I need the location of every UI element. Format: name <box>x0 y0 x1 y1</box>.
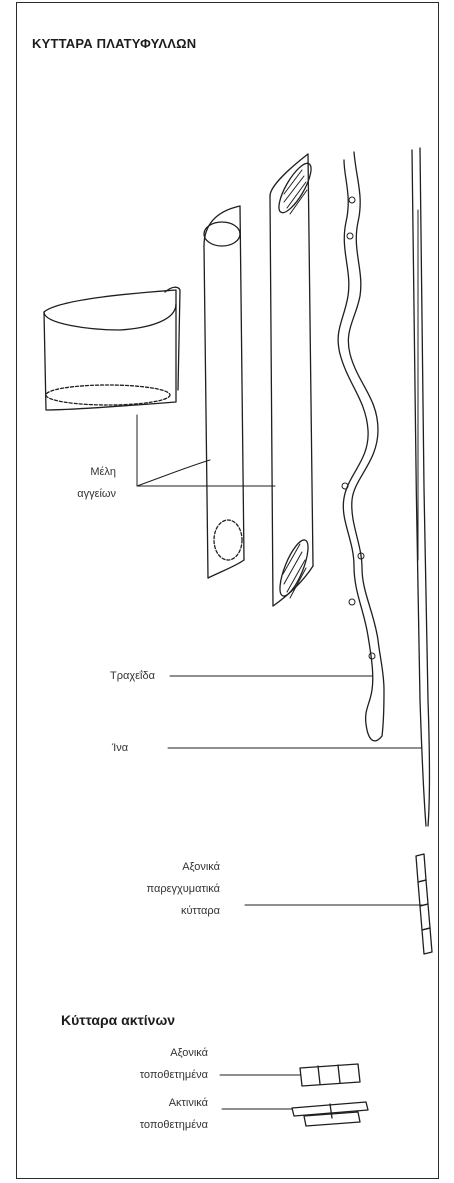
label-axial-parenchyma-line2: παρεγχυματικά <box>60 878 220 900</box>
label-tracheid: Τραχεΐδα <box>110 665 155 687</box>
leader-lines <box>137 415 424 1109</box>
label-fiber: Ίνα <box>112 737 128 759</box>
vessel-member-wide <box>44 287 180 410</box>
label-ray-radial-line1: Ακτινικά <box>60 1092 208 1114</box>
label-vessel-members-line1: Μέλη <box>50 461 116 483</box>
label-vessel-members-line2: αγγείων <box>50 483 116 505</box>
label-axial-parenchyma-line1: Αξονικά <box>60 856 220 878</box>
ray-cells-radial <box>292 1102 368 1126</box>
label-ray-axial: Αξονικά τοποθετημένα <box>60 1042 208 1086</box>
axial-parenchyma-cells <box>416 854 432 954</box>
label-ray-radial-line2: τοποθετημένα <box>60 1114 208 1136</box>
label-ray-radial: Ακτινικά τοποθετημένα <box>60 1092 208 1136</box>
label-vessel-members: Μέλη αγγείων <box>50 461 116 505</box>
label-axial-parenchyma: Αξονικά παρεγχυματικά κύτταρα <box>60 856 220 922</box>
label-axial-parenchyma-line3: κύτταρα <box>60 900 220 922</box>
label-ray-axial-line1: Αξονικά <box>60 1042 208 1064</box>
vessel-member-perforated <box>270 154 317 606</box>
vessel-member-tall <box>204 206 244 578</box>
tracheid-cell <box>338 152 384 741</box>
leader-vessel-members-2 <box>137 460 210 486</box>
label-ray-axial-line2: τοποθετημένα <box>60 1064 208 1086</box>
ray-cells-axial <box>300 1064 360 1086</box>
ray-cells-heading: Κύτταρα ακτίνων <box>61 1012 175 1028</box>
fiber-cell <box>412 148 430 826</box>
